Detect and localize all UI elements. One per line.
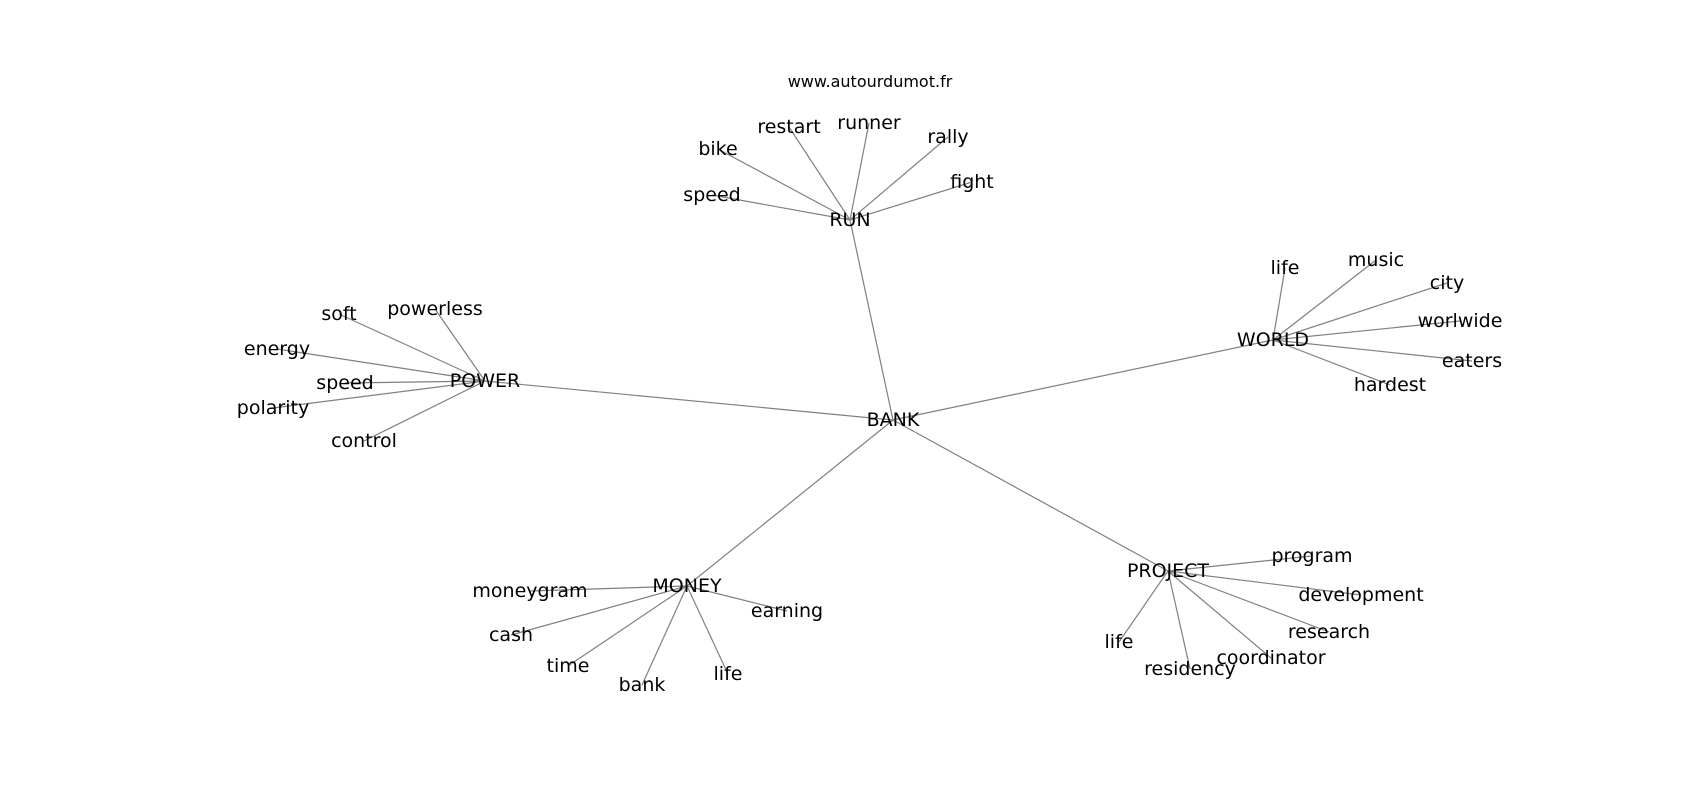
node-word-power-energy: energy [244, 338, 310, 360]
node-word-project-residency: residency [1144, 658, 1236, 680]
edge-root-power [484, 380, 894, 421]
node-word-world-city: city [1430, 272, 1464, 294]
edge-money-bank [641, 585, 688, 686]
edge-money-life [686, 585, 729, 675]
node-word-run-restart: restart [757, 116, 820, 138]
edge-project-research [1167, 570, 1330, 633]
node-word-money-time: time [547, 655, 590, 677]
node-word-project-coordinator: coordinator [1216, 647, 1325, 669]
node-word-money-earning: earning [751, 600, 823, 622]
node-word-run-bike: bike [698, 138, 737, 160]
node-word-power-powerless: powerless [387, 298, 483, 320]
edge-power-soft [338, 313, 486, 382]
edge-money-moneygram [529, 585, 688, 592]
node-word-money-moneygram: moneygram [472, 580, 587, 602]
node-word-project-life: life [1105, 631, 1134, 653]
edge-layer [272, 122, 1473, 686]
node-word-money-life: life [714, 663, 743, 685]
edge-project-coordinator [1167, 570, 1272, 659]
node-word-money-cash: cash [489, 624, 533, 646]
edge-project-residency [1167, 570, 1191, 670]
edge-money-earning [686, 585, 788, 612]
edge-power-speed [344, 380, 486, 384]
node-word-run-rally: rally [927, 126, 968, 148]
node-word-power-speed: speed [316, 372, 373, 394]
edge-run-rally [849, 136, 949, 221]
node-word-run-runner: runner [837, 112, 901, 134]
node-hub-project: PROJECT [1127, 560, 1209, 582]
node-hub-money: MONEY [652, 575, 722, 597]
edge-money-cash [510, 585, 688, 636]
node-word-power-polarity: polarity [237, 397, 309, 419]
node-word-world-eaters: eaters [1442, 350, 1502, 372]
edge-run-runner [849, 122, 870, 221]
edge-project-life [1118, 570, 1169, 643]
node-word-world-worlwide: worlwide [1418, 310, 1503, 332]
node-word-project-research: research [1288, 621, 1370, 643]
label-layer: BANK RUN speed bike restart runner rally fightW… [237, 112, 1503, 696]
edge-run-bike [717, 148, 851, 221]
edge-power-polarity [272, 380, 486, 409]
edge-root-project [892, 419, 1169, 572]
node-word-run-fight: fight [950, 171, 994, 193]
edge-world-music [1272, 259, 1377, 341]
source-caption: www.autourdumot.fr [787, 72, 953, 91]
edge-world-city [1272, 282, 1448, 341]
edge-root-money [686, 419, 894, 587]
node-word-power-control: control [331, 430, 397, 452]
node-word-world-hardest: hardest [1354, 374, 1426, 396]
edge-power-control [363, 380, 486, 442]
edge-root-world [892, 339, 1274, 421]
edge-project-development [1167, 570, 1362, 596]
edge-run-fight [849, 181, 973, 221]
edge-run-restart [788, 126, 851, 221]
node-word-money-bank: bank [619, 674, 666, 696]
edge-power-energy [276, 348, 486, 382]
edge-world-life [1272, 267, 1286, 341]
node-hub-power: POWER [450, 370, 520, 392]
node-word-project-development: development [1298, 584, 1423, 606]
node-word-power-soft: soft [321, 303, 356, 325]
edge-run-speed [711, 194, 851, 221]
node-root-bank: BANK [867, 409, 920, 431]
node-hub-world: WORLD [1237, 329, 1309, 351]
node-hub-run: RUN [829, 209, 870, 231]
edge-project-program [1167, 555, 1313, 572]
edge-power-powerless [434, 308, 486, 382]
node-word-project-program: program [1271, 545, 1352, 567]
edge-root-run [849, 219, 894, 421]
node-word-world-life: life [1271, 257, 1300, 279]
edge-world-hardest [1272, 339, 1391, 386]
node-word-run-speed: speed [683, 184, 740, 206]
edge-world-worlwide [1272, 320, 1461, 341]
edge-money-time [567, 585, 688, 667]
edge-world-eaters [1272, 339, 1473, 362]
node-word-world-music: music [1348, 249, 1404, 271]
